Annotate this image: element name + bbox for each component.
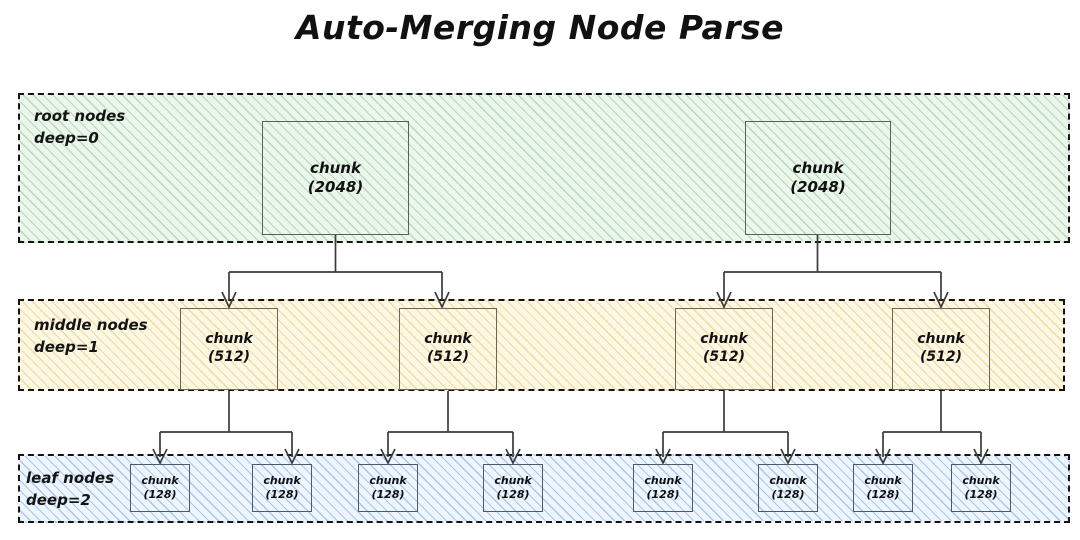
node-label-line2: (128): [371, 488, 405, 501]
band-middle-nodes: [18, 299, 1065, 391]
node-label-line1: chunk: [962, 473, 1000, 487]
node-label-line2: (128): [143, 488, 177, 501]
node-leaf-3[interactable]: chunk (128): [358, 464, 418, 512]
node-label-line2: (512): [426, 349, 470, 365]
node-middle-4[interactable]: chunk (512): [892, 308, 990, 390]
node-label-line1: chunk: [864, 473, 902, 487]
node-label-line1: chunk: [310, 158, 361, 177]
node-leaf-6[interactable]: chunk (128): [758, 464, 818, 512]
band-label-root: root nodes deep=0: [34, 107, 126, 147]
node-label-line2: (128): [646, 488, 680, 501]
node-label-line2: (512): [702, 349, 746, 365]
node-label-line1: chunk: [700, 331, 748, 348]
node-label-line2: (128): [964, 488, 998, 501]
node-label-line1: chunk: [369, 473, 407, 487]
node-middle-3[interactable]: chunk (512): [675, 308, 773, 390]
node-label-line2: (128): [265, 488, 299, 501]
node-leaf-8[interactable]: chunk (128): [951, 464, 1011, 512]
node-middle-1[interactable]: chunk (512): [180, 308, 278, 390]
node-label-line1: chunk: [769, 473, 807, 487]
band-root-nodes: [18, 93, 1070, 243]
node-label-line1: chunk: [494, 473, 532, 487]
node-label-line1: chunk: [424, 331, 472, 348]
node-root-2[interactable]: chunk (2048): [745, 121, 891, 235]
node-root-1[interactable]: chunk (2048): [262, 121, 409, 235]
node-label-line1: chunk: [263, 473, 301, 487]
node-label-line1: chunk: [141, 473, 179, 487]
node-label-line2: (2048): [307, 178, 364, 196]
band-label-middle: middle nodes deep=1: [34, 316, 148, 356]
node-leaf-2[interactable]: chunk (128): [252, 464, 312, 512]
node-label-line2: (128): [496, 488, 530, 501]
node-label-line1: chunk: [205, 331, 253, 348]
node-label-line1: chunk: [917, 331, 965, 348]
node-label-line2: (512): [207, 349, 251, 365]
diagram-title: Auto-Merging Node Parse: [295, 8, 785, 47]
node-label-line2: (128): [771, 488, 805, 501]
node-label-line1: chunk: [792, 158, 844, 177]
band-label-leaf: leaf nodes deep=2: [26, 469, 115, 509]
node-label-line2: (2048): [790, 178, 846, 196]
node-middle-2[interactable]: chunk (512): [399, 308, 497, 390]
node-leaf-1[interactable]: chunk (128): [130, 464, 190, 512]
node-label-line1: chunk: [644, 473, 682, 487]
node-label-line2: (128): [866, 488, 900, 501]
node-leaf-4[interactable]: chunk (128): [483, 464, 543, 512]
node-leaf-5[interactable]: chunk (128): [633, 464, 693, 512]
node-label-line2: (512): [919, 349, 963, 365]
node-leaf-7[interactable]: chunk (128): [853, 464, 913, 512]
